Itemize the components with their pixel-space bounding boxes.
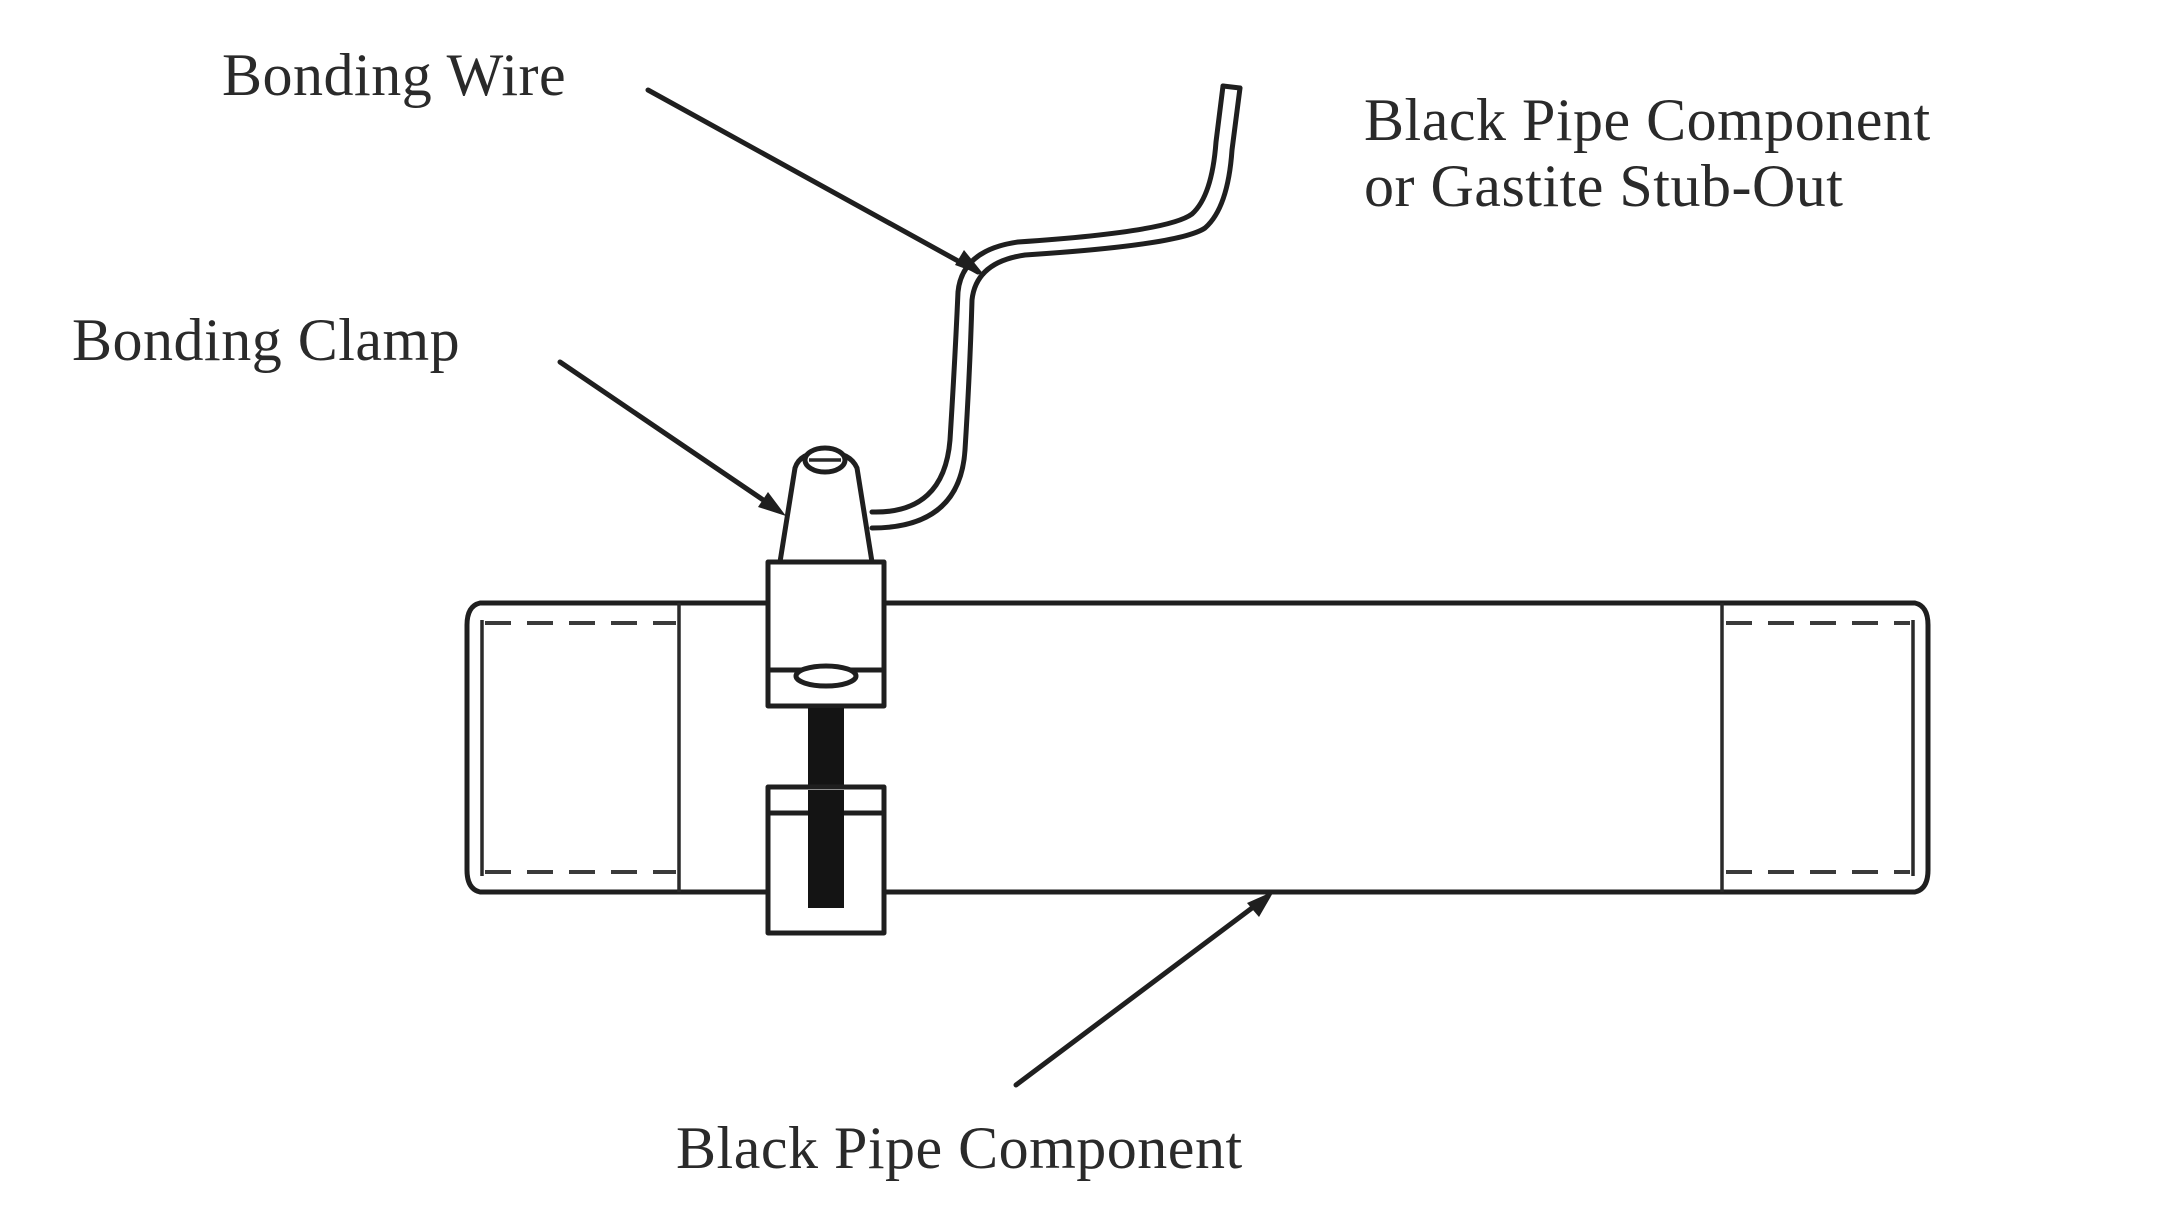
label-stub-out-line2: or Gastite Stub-Out xyxy=(1364,153,1843,219)
bonding-wire xyxy=(869,83,1243,531)
clamp-threaded-rod-lower xyxy=(808,790,844,908)
bonding-clamp xyxy=(765,445,887,936)
clamp-bolt-head xyxy=(793,663,859,689)
pipe-component-leader-arrowhead xyxy=(1247,891,1274,917)
leaders xyxy=(557,87,1274,1088)
pipe-body xyxy=(464,600,1931,895)
clamp-upper-block xyxy=(765,559,887,673)
bonding-wire-tip xyxy=(1220,83,1243,91)
black-pipe xyxy=(464,600,1931,895)
pipe-component-leader xyxy=(1013,893,1271,1088)
label-bonding-wire: Bonding Wire xyxy=(222,42,566,108)
bonding-wire-leader-arrowhead xyxy=(955,250,985,276)
bonding-clamp-leader-arrowhead xyxy=(758,492,786,516)
bonding-wire-inner xyxy=(869,83,1226,515)
bonding-clamp-leader xyxy=(557,359,781,513)
bonding-wire-leader xyxy=(645,87,981,275)
label-bonding-clamp: Bonding Clamp xyxy=(72,307,460,373)
label-pipe-component: Black Pipe Component xyxy=(676,1115,1243,1181)
bonding-wire-outer xyxy=(869,85,1243,531)
label-stub-out-line1: Black Pipe Component xyxy=(1364,87,1931,153)
